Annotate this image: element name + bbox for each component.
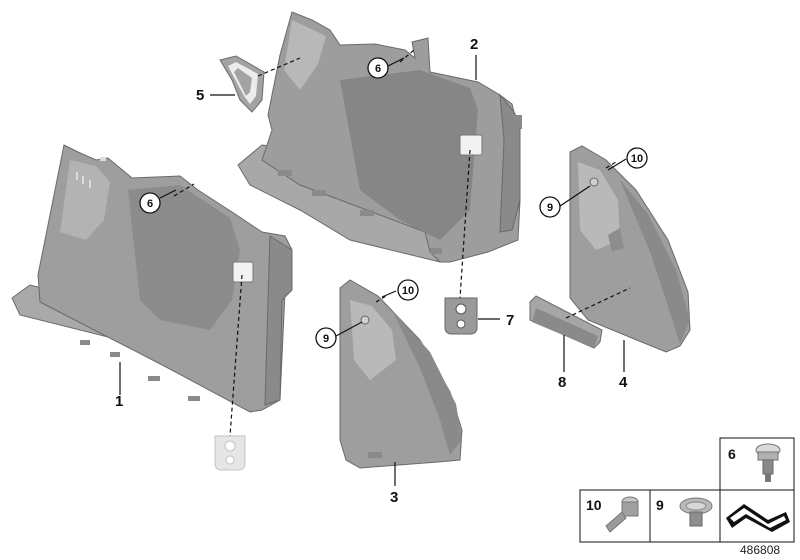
svg-text:6: 6 (147, 198, 153, 210)
push-rivet-icon (755, 443, 781, 482)
floor-mat-icon (726, 504, 790, 532)
circled-callouts: 6 6 9 9 10 10 (139, 57, 648, 349)
expanding-rivet-icon (679, 497, 713, 527)
part-3-triangular-cover (339, 279, 463, 469)
legend-box-mat (719, 489, 795, 543)
dashed-assembly-lines (173, 49, 631, 437)
circled-callout-9-right: 9 (539, 196, 561, 218)
circled-callout-6-top: 6 (367, 57, 389, 79)
svg-text:9: 9 (656, 497, 664, 513)
svg-text:10: 10 (402, 285, 414, 297)
legend-box-6: 6 (719, 437, 795, 491)
circled-callout-10-right: 10 (626, 147, 648, 169)
part-8-pad (529, 295, 603, 349)
part-5-bracket (219, 55, 265, 113)
part-2-rear-trim (237, 11, 522, 263)
circled-callout-10-center: 10 (397, 279, 419, 301)
callout-2: 2 (470, 36, 478, 53)
legend-box-10: 10 (579, 489, 651, 543)
circled-callout-6-left: 6 (139, 192, 161, 214)
svg-text:10: 10 (586, 497, 602, 513)
part-7-ghost-clip (214, 435, 246, 471)
document-number: 486808 (740, 543, 780, 557)
svg-text:6: 6 (375, 63, 381, 75)
callout-4: 4 (619, 374, 628, 391)
part-4-triangular-cover (569, 145, 691, 353)
clip-nut-icon (605, 496, 639, 533)
svg-text:9: 9 (323, 333, 329, 345)
leader-lines (119, 55, 627, 486)
legend-box-9: 9 (649, 489, 721, 543)
legend: 6 10 9 (579, 437, 795, 543)
callout-8: 8 (558, 374, 566, 391)
circled-callout-9-center: 9 (315, 327, 337, 349)
part-1-left-side-trim (11, 144, 293, 413)
callout-5: 5 (196, 87, 204, 104)
callout-labels: 1 2 3 4 5 7 8 (115, 36, 628, 506)
callout-3: 3 (390, 489, 398, 506)
callout-7: 7 (506, 312, 514, 329)
callout-1: 1 (115, 393, 123, 410)
svg-text:9: 9 (547, 202, 553, 214)
part-7-clip (444, 297, 478, 335)
svg-text:6: 6 (728, 446, 736, 462)
svg-text:10: 10 (631, 153, 643, 165)
